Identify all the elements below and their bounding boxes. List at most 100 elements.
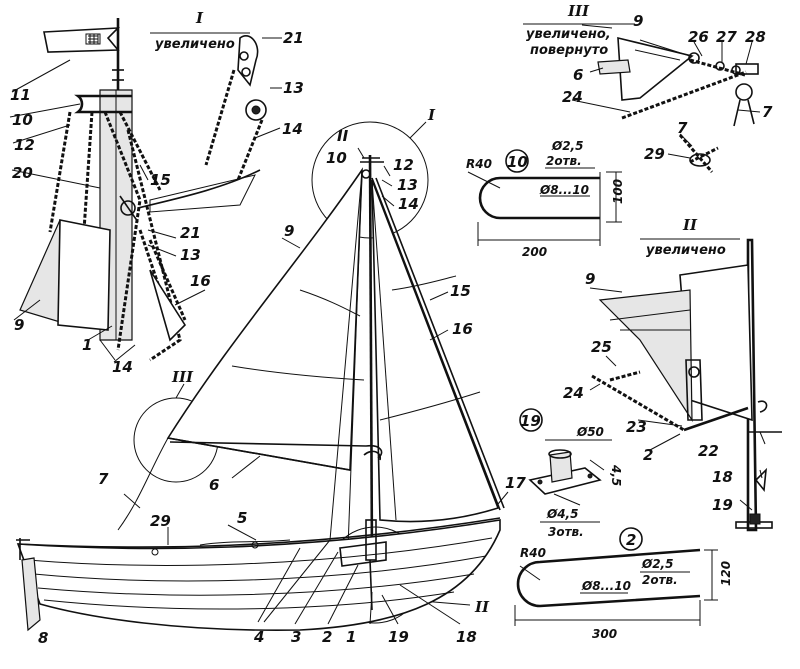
pennant-flag	[43, 27, 121, 53]
label-7-main: 7	[98, 470, 109, 488]
part-2-length: 300	[592, 627, 617, 641]
view-iii-caption-1: увеличено,	[526, 27, 611, 42]
block-21	[237, 35, 259, 87]
label-1-detail-i: 1	[82, 336, 92, 354]
sheet-7	[117, 437, 169, 531]
part-10-hook	[478, 176, 600, 220]
detail-view-ii: II увеличено 9 25 24 23 2 22 18 19	[563, 216, 782, 532]
label-8: 8	[38, 629, 48, 647]
label-16-detail-i: 16	[190, 272, 211, 290]
sail-16	[371, 179, 500, 523]
label-21: 21	[283, 29, 304, 47]
callout-iii-label: III	[171, 368, 194, 386]
part-2-radius: R40	[520, 546, 546, 560]
part-10-number: 10	[507, 153, 528, 171]
label-14: 14	[282, 120, 303, 138]
detail-view-i: I увеличено	[9, 9, 304, 376]
label-27: 27	[716, 28, 737, 46]
label-13-main: 13	[397, 176, 418, 194]
label-5: 5	[237, 509, 247, 527]
part-10-number-circle	[505, 149, 529, 173]
part-10-holes-count: 2отв.	[546, 154, 582, 168]
label-1-main: 1	[346, 628, 356, 646]
part-10-hole: Ø2,5	[551, 139, 583, 153]
label-9-detail-ii: 9	[585, 270, 595, 288]
label-7-detail-iii: 7	[762, 103, 773, 121]
label-14-main: 14	[398, 195, 419, 213]
sail-9-detail-iii	[617, 36, 694, 101]
boom-6-detail	[597, 59, 631, 75]
part-10-length: 200	[522, 245, 547, 259]
masthead-fitting	[74, 94, 132, 114]
part-19-diameter: Ø50	[576, 425, 604, 439]
part-2-rod: Ø8...10	[581, 579, 631, 593]
label-18-detail-ii: 18	[712, 468, 733, 486]
label-13-detail-i: 13	[180, 246, 201, 264]
main-boat-view: I III II	[16, 106, 526, 647]
callout-i-label: I	[427, 106, 436, 124]
label-10: 10	[12, 111, 33, 129]
label-14-detail-i: 14	[112, 358, 133, 376]
label-15-detail-i: 15	[150, 171, 171, 189]
view-i-caption: увеличено	[155, 37, 235, 52]
label-28: 28	[745, 28, 766, 46]
sprit-15	[371, 177, 501, 511]
label-24-detail-ii: 24	[563, 384, 584, 402]
view-i-title: I	[195, 9, 204, 27]
part-10-radius: R40	[466, 157, 492, 171]
part-19-thickness: 4,5	[609, 464, 623, 486]
view-ii-title: II	[682, 216, 698, 234]
part-10-height: 100	[611, 179, 625, 204]
label-6-detail-iii: 6	[573, 66, 583, 84]
part-19-hole: Ø4,5	[546, 507, 578, 521]
view-ii-caption: увеличено	[646, 243, 726, 258]
hull	[16, 519, 501, 631]
label-3: 3	[291, 628, 301, 646]
part-19-number: 19	[520, 412, 541, 430]
part-2-bracket	[516, 548, 701, 608]
part-10-rod: Ø8...10	[539, 183, 589, 197]
label-17: 17	[505, 474, 526, 492]
label-25: 25	[591, 338, 612, 356]
part-19-number-circle	[519, 408, 543, 432]
label-12-main: 12	[393, 156, 414, 174]
label-29-detail-iii: 29	[644, 145, 665, 163]
label-19-main: 19	[388, 628, 409, 646]
mast	[368, 154, 374, 561]
label-7b-detail-iii: 7	[677, 119, 688, 137]
part-2-drawing: 2 R40 Ø2,5 2отв. Ø8...10 300 120	[514, 527, 733, 641]
label-20: 20	[12, 164, 33, 182]
label-6-main: 6	[209, 476, 219, 494]
view-iii-title: III	[567, 2, 590, 20]
label-18-main: 18	[456, 628, 477, 646]
part-10-drawing: 10 R40 Ø2,5 2отв. Ø8...10 200 100	[466, 139, 625, 259]
rudder-8	[21, 557, 41, 632]
view-iii-caption-2: повернуто	[530, 43, 608, 58]
label-21-detail-i: 21	[180, 224, 201, 242]
label-11: 11	[10, 86, 31, 104]
label-15-main: 15	[450, 282, 471, 300]
label-10-main: 10	[326, 149, 347, 167]
label-22: 22	[698, 442, 719, 460]
part-19-holes-count: 3отв.	[548, 525, 584, 539]
label-12: 12	[14, 136, 35, 154]
label-9-main: 9	[284, 222, 294, 240]
part-2-number: 2	[626, 531, 636, 549]
label-9-detail-i: 9	[14, 316, 24, 334]
label-9-detail-iii: 9	[633, 12, 643, 30]
label-19-detail-ii: 19	[712, 496, 733, 514]
label-11-main: II	[337, 127, 349, 145]
label-26: 26	[688, 28, 709, 46]
part-2-number-circle	[619, 527, 643, 551]
part-2-holes-count: 2отв.	[642, 573, 678, 587]
mast-detail-ii	[746, 238, 758, 532]
part-2-height: 120	[719, 561, 733, 586]
label-13: 13	[283, 79, 304, 97]
part-19-drawing: 19 Ø50 4,5 Ø4,5 3отв.	[519, 408, 623, 539]
sail-9	[166, 167, 363, 471]
label-4: 4	[253, 628, 264, 646]
label-2-detail-ii: 2	[643, 446, 653, 464]
label-23: 23	[626, 418, 647, 436]
callout-ii-label: II	[474, 598, 490, 616]
label-24-detail-iii: 24	[562, 88, 583, 106]
